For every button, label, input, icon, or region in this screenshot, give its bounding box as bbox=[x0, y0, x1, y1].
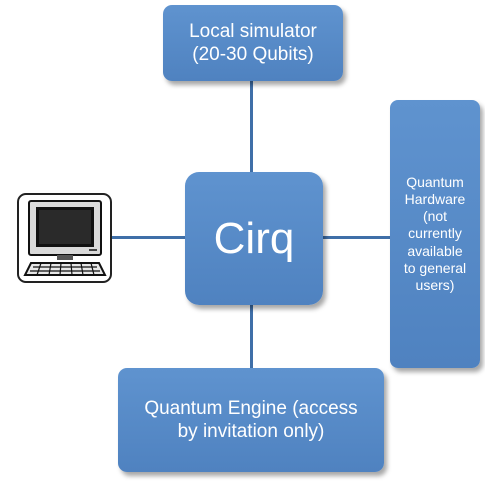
local-simulator-box: Local simulator (20-30 Qubits) bbox=[163, 5, 343, 81]
local-simulator-label: Local simulator (20-30 Qubits) bbox=[189, 20, 317, 65]
connector-right bbox=[320, 236, 392, 239]
connector-top bbox=[250, 75, 253, 175]
cirq-label: Cirq bbox=[213, 213, 295, 263]
quantum-engine-label: Quantum Engine (access by invitation onl… bbox=[144, 397, 358, 442]
connector-bottom bbox=[250, 305, 253, 375]
cirq-box: Cirq bbox=[185, 172, 323, 305]
quantum-engine-box: Quantum Engine (access by invitation onl… bbox=[118, 368, 384, 472]
quantum-hardware-box: Quantum Hardware (not currently availabl… bbox=[390, 100, 480, 368]
quantum-hardware-label: Quantum Hardware (not currently availabl… bbox=[403, 174, 467, 293]
computer-icon bbox=[17, 193, 112, 283]
connector-left bbox=[112, 236, 187, 239]
